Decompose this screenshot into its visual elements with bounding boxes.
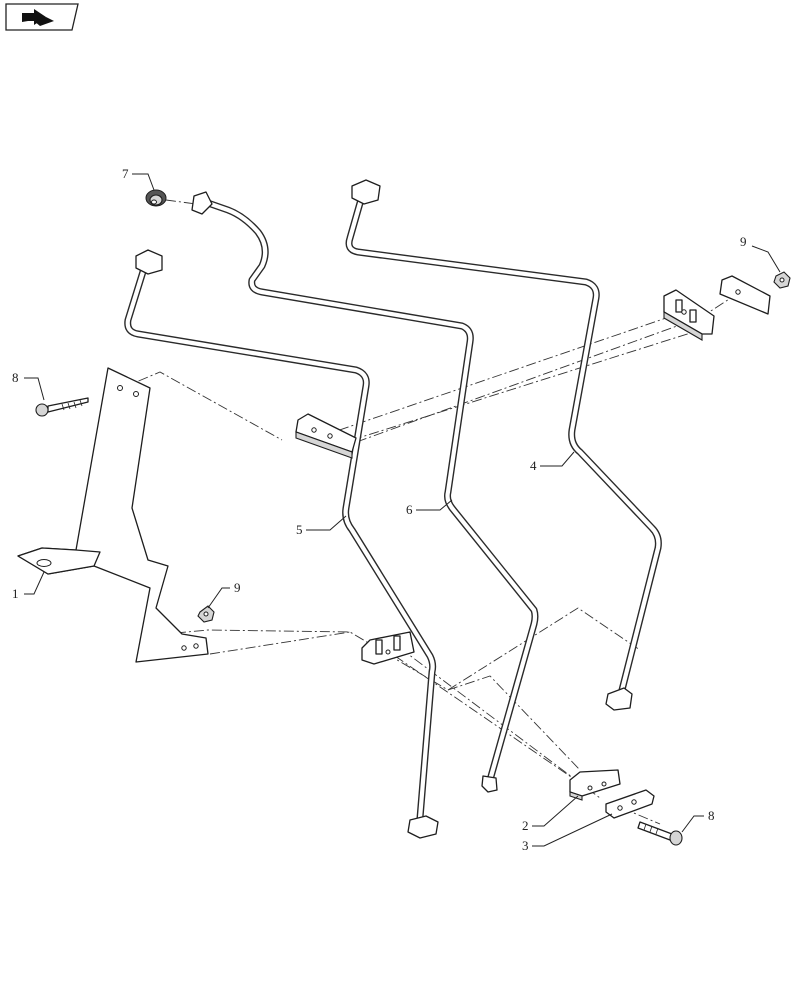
plate-upper-right [719, 275, 771, 315]
clamp-lower [569, 769, 621, 801]
pipe-4 [345, 179, 662, 711]
callout-9-upper: 9 [740, 234, 747, 249]
mounting-bracket [17, 367, 209, 663]
pipe-5-fitting [135, 249, 439, 839]
callout-7: 7 [122, 166, 129, 181]
pipe-4-fitting [351, 179, 633, 711]
callout-1: 1 [12, 586, 19, 601]
alignment-lines [121, 199, 741, 825]
cap-fitting [145, 189, 167, 207]
callout-6: 6 [406, 502, 413, 517]
pipe-5 [124, 249, 439, 839]
clamp-mid-center [361, 631, 415, 665]
leader-lines [24, 173, 781, 847]
callout-9-mid: 9 [234, 580, 241, 595]
nut-mid [197, 605, 215, 623]
callout-3: 3 [522, 838, 529, 853]
pipe-6 [191, 191, 539, 793]
callout-2: 2 [522, 818, 529, 833]
bolt-upper [35, 397, 89, 417]
callout-8-upper: 8 [12, 370, 19, 385]
back-arrow-icon [22, 9, 54, 26]
nav-back-button[interactable] [5, 3, 79, 31]
callout-4: 4 [530, 458, 537, 473]
callout-labels: 7 9 8 1 9 5 6 4 2 3 8 [12, 166, 747, 853]
bolt-lower [637, 821, 683, 846]
clamp-upper-right [663, 289, 715, 341]
callout-5: 5 [296, 522, 303, 537]
pipe-6-fitting [191, 191, 498, 793]
callout-8-lower: 8 [708, 808, 715, 823]
clamp-mid-left [295, 413, 357, 459]
nut-upper [773, 271, 791, 289]
plate-lower [605, 789, 655, 819]
